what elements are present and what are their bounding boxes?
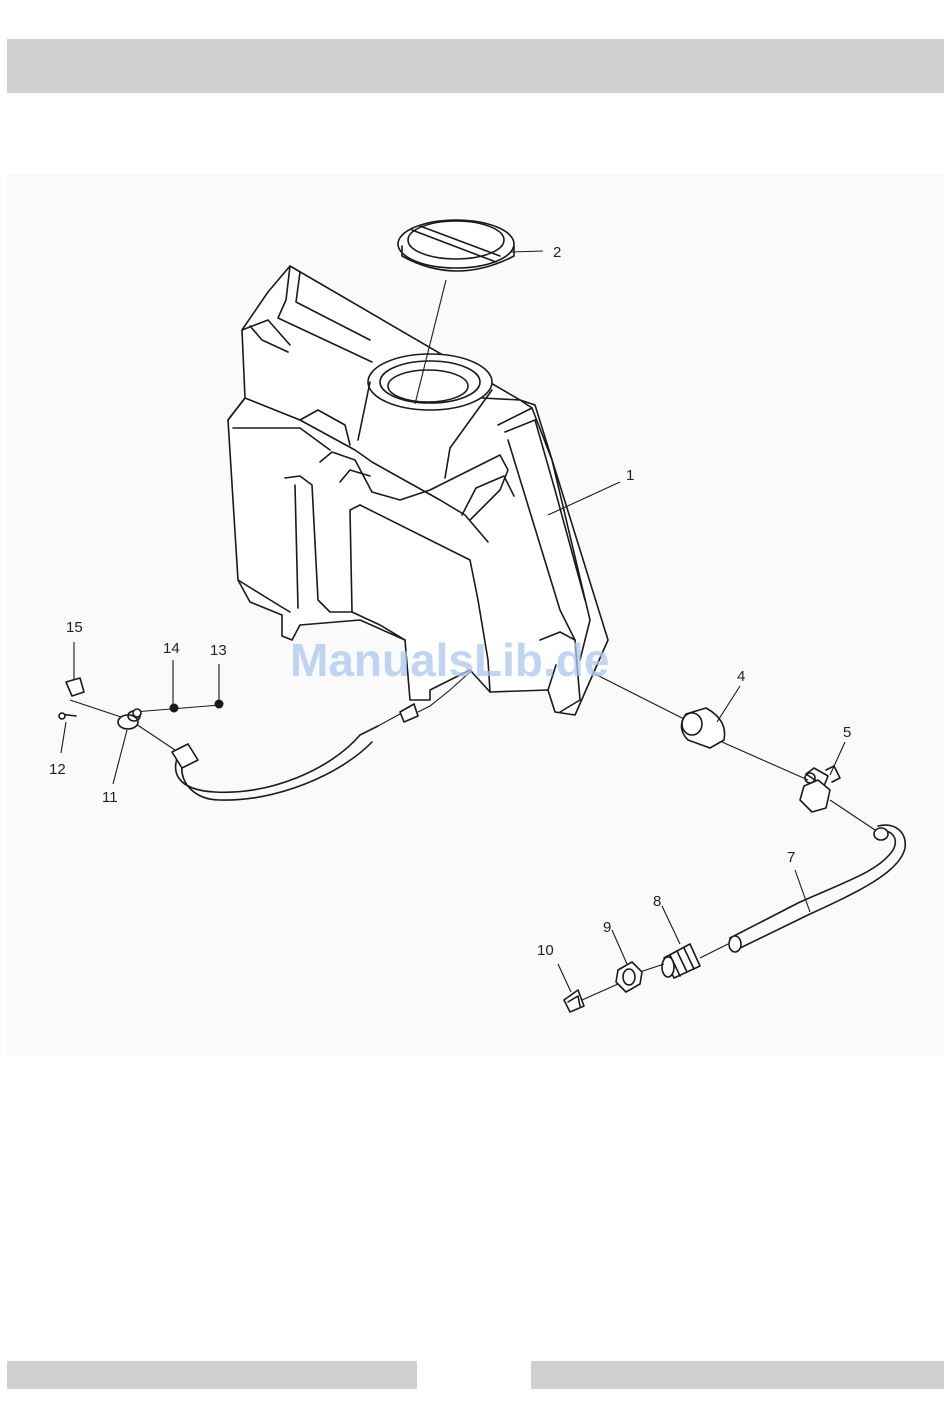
callout-14: 14 [163, 640, 180, 657]
callout-5: 5 [843, 724, 851, 741]
callout-12: 12 [49, 761, 66, 778]
clip-10 [564, 984, 618, 1012]
callout-2: 2 [553, 244, 561, 261]
callout-9: 9 [603, 919, 611, 936]
callout-11: 11 [102, 789, 118, 806]
callout-7: 7 [787, 849, 795, 866]
callout-8: 8 [653, 893, 661, 910]
nut-9 [616, 962, 664, 992]
callout-15: 15 [66, 619, 83, 636]
plug-4 [595, 674, 725, 748]
callout-4: 4 [737, 668, 745, 685]
filler-cap [398, 220, 514, 271]
small-fittings [59, 678, 224, 750]
valve-5 [722, 742, 878, 832]
bushing-8 [662, 944, 700, 978]
watermark: ManualsLib.de [290, 634, 609, 686]
callout-13: 13 [210, 642, 227, 659]
callout-10: 10 [537, 942, 554, 959]
callout-1: 1 [626, 467, 634, 484]
